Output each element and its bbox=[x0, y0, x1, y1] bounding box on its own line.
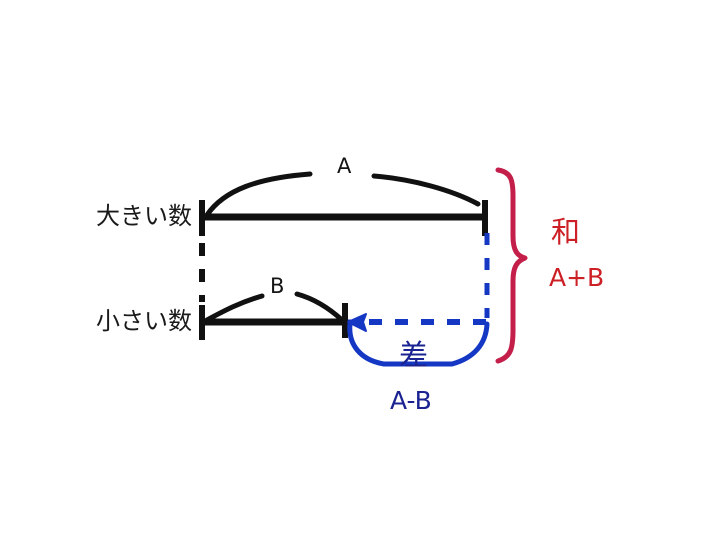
diff-formula-label: A-B bbox=[390, 386, 432, 415]
sum-formula-label: A+B bbox=[549, 263, 605, 292]
small-number-label: 小さい数 bbox=[96, 307, 192, 335]
large-number-label: 大きい数 bbox=[96, 202, 192, 230]
large-number-bar-group bbox=[199, 200, 488, 236]
label-b-right-leader bbox=[294, 291, 345, 323]
segment-a-label: A bbox=[337, 154, 352, 178]
diff-curve-bracket bbox=[347, 321, 490, 367]
label-b-left-leader bbox=[204, 293, 265, 323]
sum-kanji-label: 和 bbox=[551, 215, 581, 249]
label-a-left-leader bbox=[204, 171, 313, 218]
small-number-bar-group bbox=[199, 303, 348, 340]
sum-curly-brace bbox=[495, 167, 528, 364]
segment-b-label: B bbox=[270, 274, 285, 298]
label-a-right-leader bbox=[371, 173, 481, 207]
diff-kanji-label: 差 bbox=[399, 338, 429, 372]
